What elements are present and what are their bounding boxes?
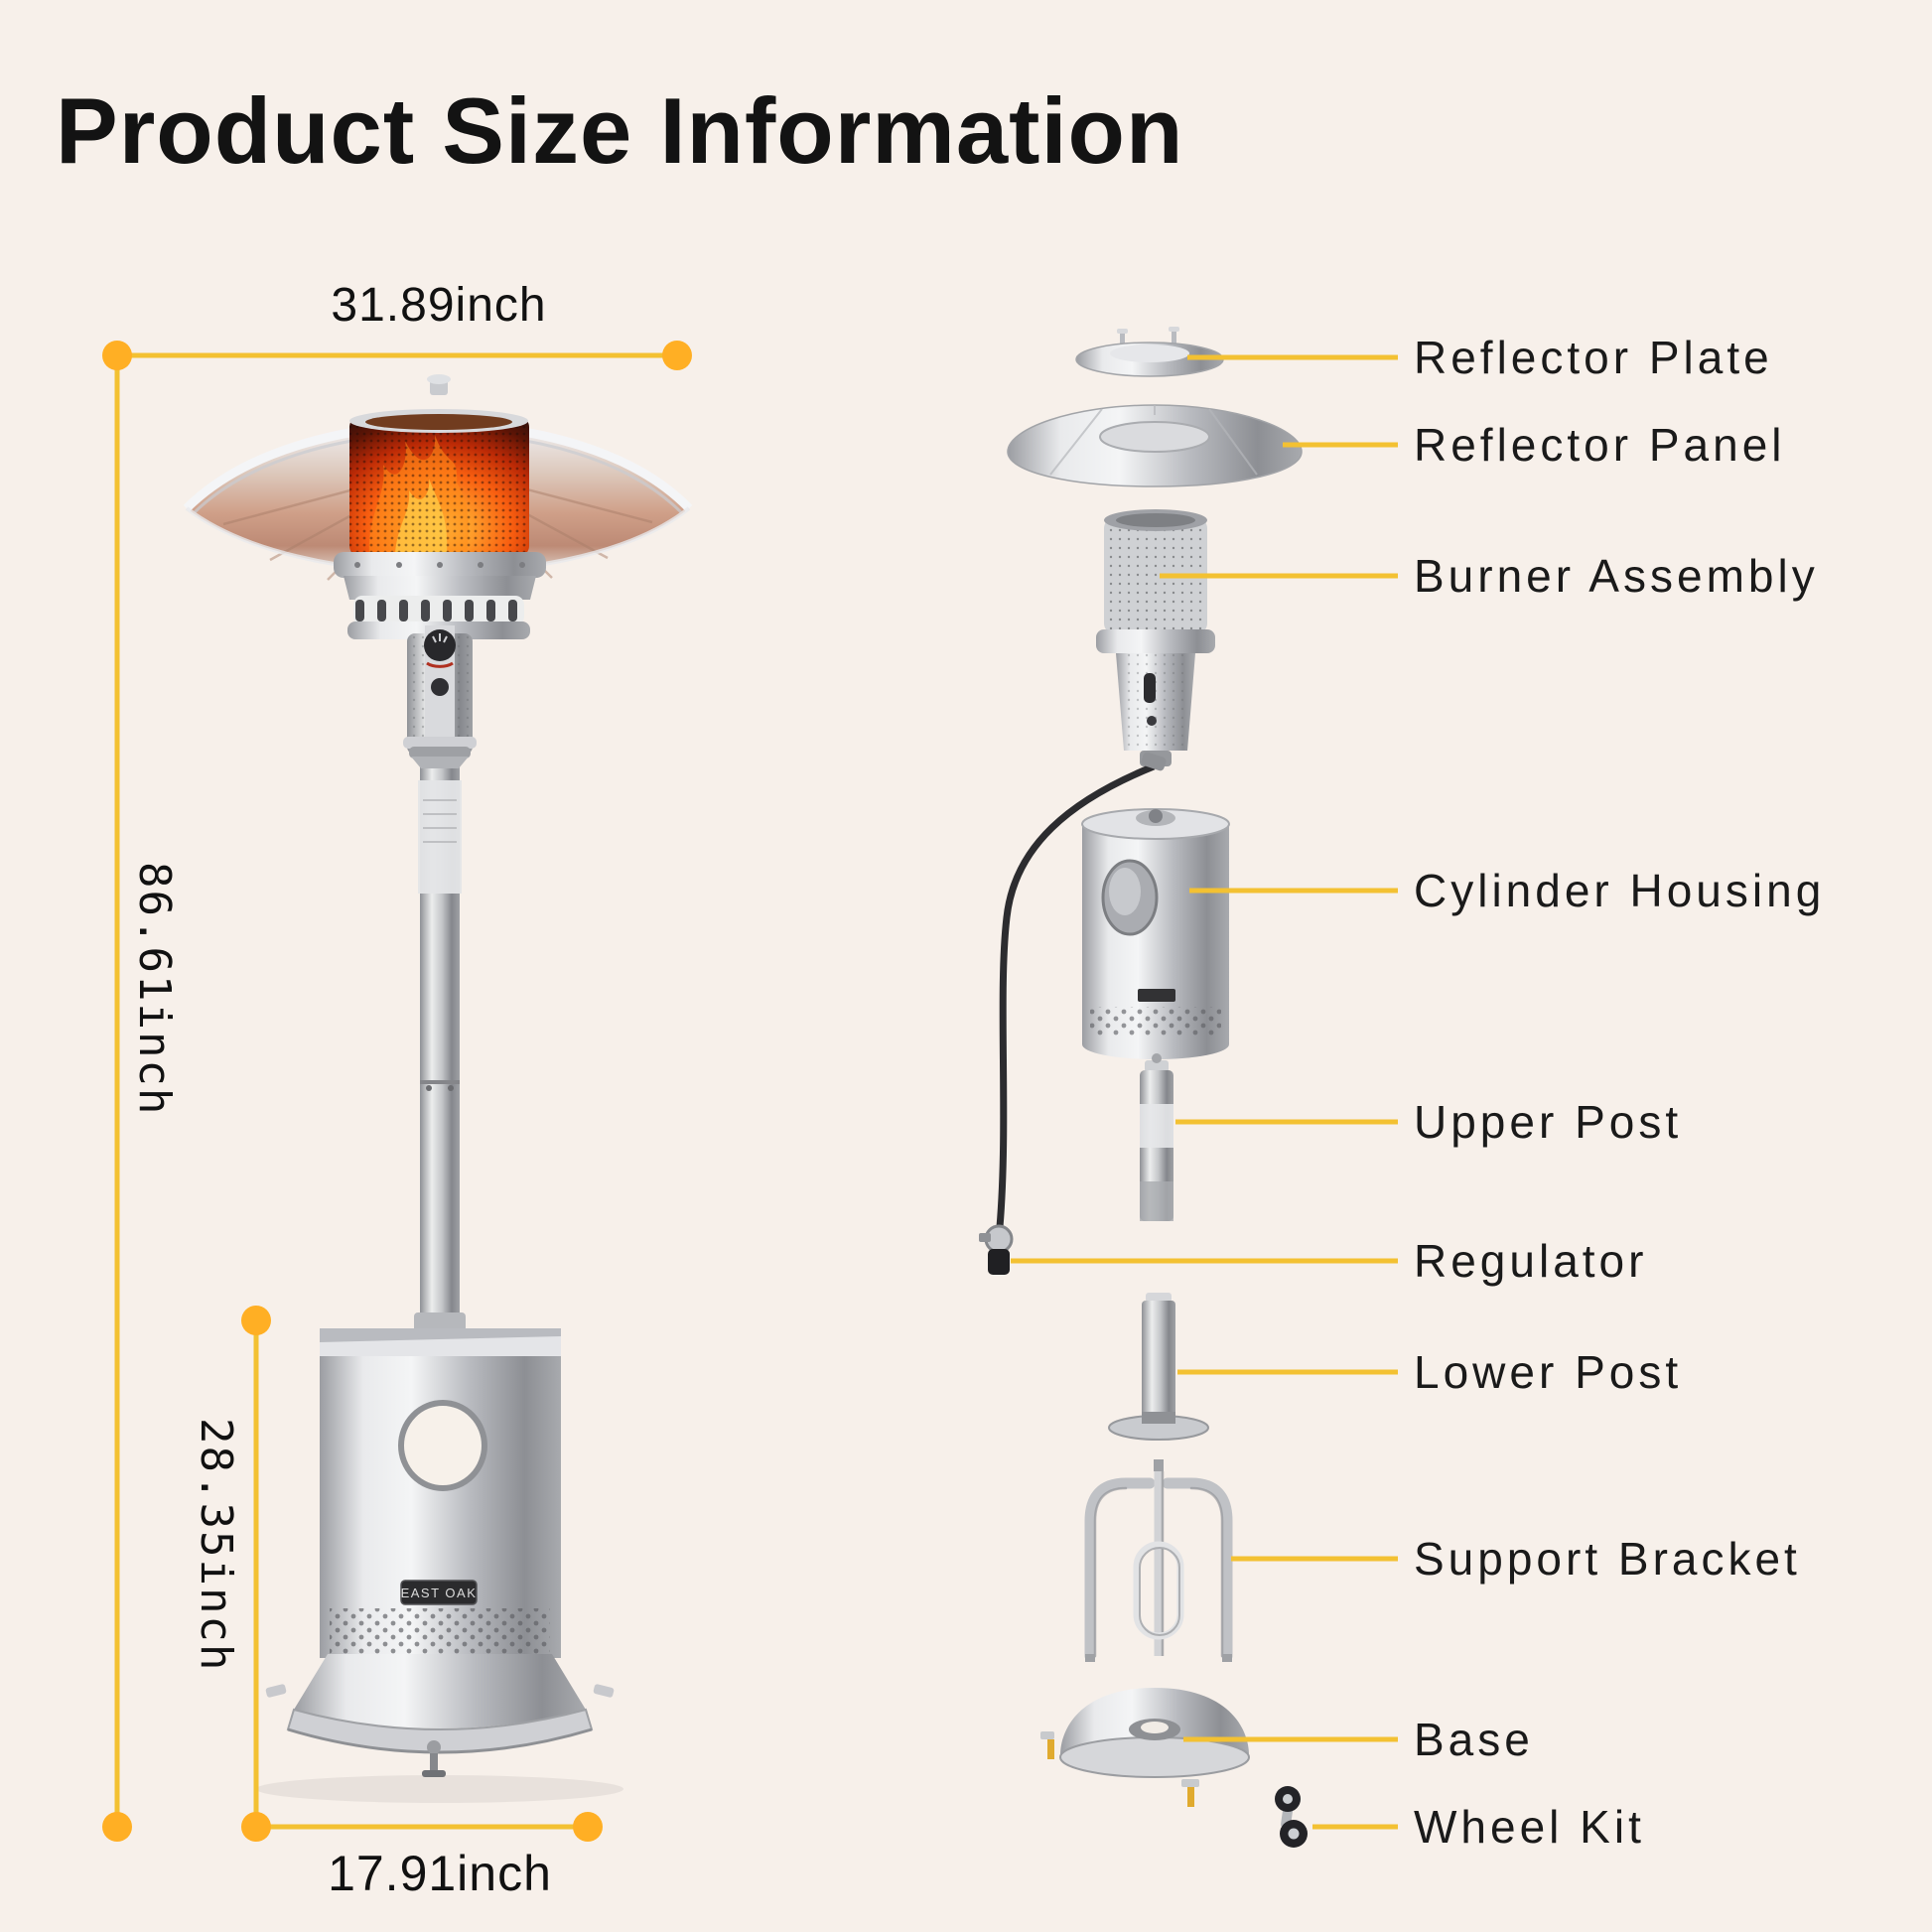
part-label-regulator: Regulator (1414, 1235, 1648, 1287)
lower-post-part (1108, 1293, 1209, 1441)
part-label-upper-post: Upper Post (1414, 1096, 1683, 1148)
regulator-part (979, 1224, 1014, 1275)
page-title: Product Size Information (56, 78, 1184, 183)
heater-burner-stack (334, 552, 546, 768)
part-label-support-bracket: Support Bracket (1414, 1533, 1801, 1585)
part-label-base: Base (1414, 1714, 1534, 1765)
reflector-plate-part (1075, 327, 1224, 377)
brand-badge: EAST OAK (401, 1586, 478, 1600)
heater-pole (418, 764, 462, 1360)
dim-base-width-label: 17.91inch (328, 1846, 552, 1901)
cylinder-housing-part (1081, 808, 1230, 1059)
heater-cylinder-housing: EAST OAK (265, 1312, 615, 1777)
wheel-kit-part (1275, 1786, 1308, 1848)
part-label-reflector-plate: Reflector Plate (1414, 332, 1773, 383)
part-label-wheel-kit: Wheel Kit (1414, 1801, 1645, 1853)
burner-assembly-part (1096, 509, 1215, 766)
part-label-lower-post: Lower Post (1414, 1346, 1683, 1398)
part-label-cylinder-housing: Cylinder Housing (1414, 865, 1826, 916)
dimension-endpoint-dots (102, 341, 692, 1842)
reflector-panel-part (1007, 404, 1303, 487)
exploded-parts (979, 327, 1308, 1848)
support-bracket-part (1084, 1459, 1233, 1662)
part-label-burner-assembly: Burner Assembly (1414, 550, 1819, 602)
heater-illustration: EAST OAK (183, 374, 693, 1803)
dim-top-width-label: 31.89inch (331, 279, 547, 332)
dim-total-height-label: 86.61inch (129, 862, 180, 1117)
base-part (1040, 1688, 1250, 1807)
gas-hose (996, 752, 1167, 1228)
part-label-reflector-panel: Reflector Panel (1414, 419, 1786, 471)
heater-flame-emitter (349, 409, 529, 556)
upper-post-part (1140, 1053, 1173, 1221)
dimension-and-leader-lines (114, 352, 1398, 1830)
dim-housing-height-label: 28.35inch (191, 1418, 241, 1673)
